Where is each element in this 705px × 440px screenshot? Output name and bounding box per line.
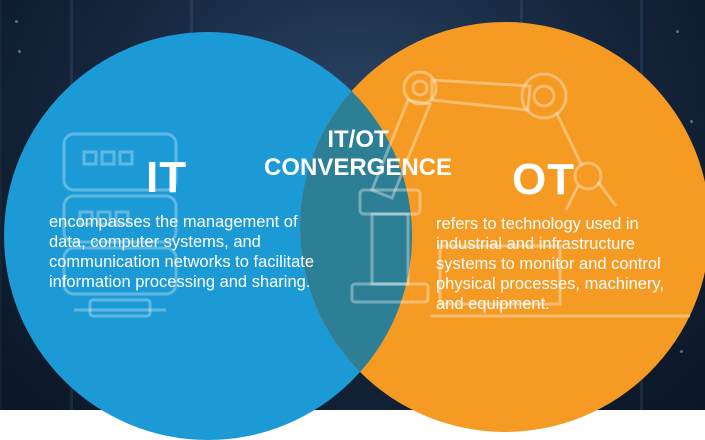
ot-description: refers to technology used in industrial … <box>436 215 665 313</box>
convergence-title: IT/OT CONVERGENCE <box>263 126 453 181</box>
ot-title: OT <box>512 155 576 204</box>
it-title: IT <box>146 153 188 202</box>
robotic-arm-icon <box>350 70 690 318</box>
server-icon <box>62 132 178 318</box>
it-description: encompasses the management of data, comp… <box>49 213 315 291</box>
